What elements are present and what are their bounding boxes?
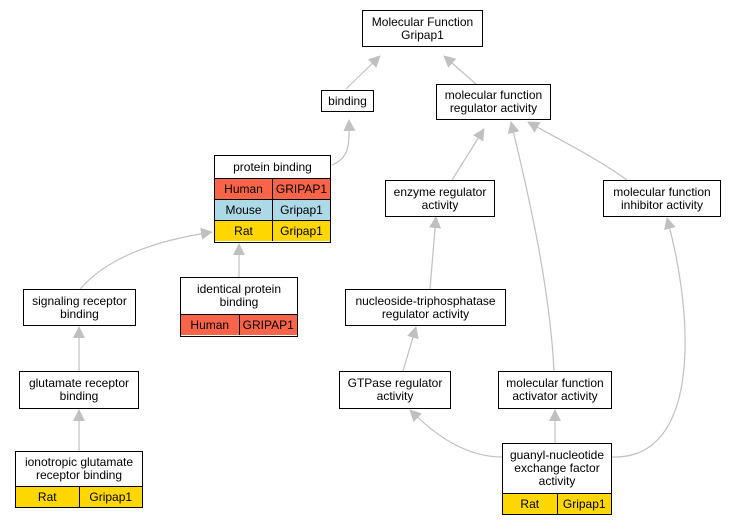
- node-label: binding: [59, 389, 99, 403]
- gene-cell: Gripap1: [78, 486, 142, 507]
- node-mf-inhibitor-activity[interactable]: molecular function inhibitor activity: [603, 180, 721, 217]
- edge-signaling-to-proteinbinding: [79, 227, 213, 290]
- species-cell: Mouse: [215, 199, 273, 221]
- node-label: activator activity: [512, 389, 598, 403]
- species-table: Human GRIPAP1: [181, 314, 297, 335]
- node-binding[interactable]: binding: [321, 90, 374, 112]
- node-label: molecular function: [444, 88, 543, 102]
- node-glutamate-receptor-binding[interactable]: glutamate receptor binding: [19, 371, 139, 409]
- species-cell: Rat: [503, 493, 557, 514]
- species-cell: Human: [215, 178, 273, 200]
- node-label: Molecular Function: [371, 14, 474, 29]
- edge-activator-to-mfregulator: [507, 121, 555, 372]
- species-row-human: Human GRIPAP1: [215, 178, 330, 200]
- species-row-mouse: Mouse Gripap1: [215, 199, 330, 221]
- node-label: enzyme regulator: [393, 184, 487, 199]
- node-label: Gripap1: [401, 27, 444, 42]
- node-label: molecular function: [506, 376, 604, 390]
- species-table: Rat Gripap1: [503, 493, 611, 514]
- edge-proteinbinding-to-binding: [331, 119, 356, 166]
- edge-gef-to-inhibitor: [611, 217, 686, 458]
- node-ntpase-regulator-activity[interactable]: nucleoside-triphosphatase regulator acti…: [345, 289, 506, 326]
- node-label: activity: [376, 389, 414, 403]
- node-label: regulator activity: [449, 101, 538, 115]
- node-label: guanyl-nucleotide: [509, 448, 605, 462]
- node-label: regulator activity: [381, 306, 470, 321]
- node-label: receptor binding: [35, 468, 123, 482]
- node-label: signaling receptor: [32, 293, 127, 308]
- node-label: molecular function: [613, 184, 711, 199]
- gene-cell: Gripap1: [556, 493, 611, 514]
- species-row-human: Human GRIPAP1: [181, 314, 297, 335]
- node-molecular-function-root[interactable]: Molecular Function Gripap1: [362, 10, 483, 47]
- node-protein-binding[interactable]: protein binding Human GRIPAP1 Mouse Grip…: [214, 155, 331, 243]
- edge-enzymeregulator-to-mfregulator: [451, 128, 485, 181]
- node-label: binding: [328, 93, 367, 108]
- gene-cell: GRIPAP1: [272, 178, 330, 200]
- edge-mfinhibitor-to-mfregulator: [527, 121, 628, 181]
- node-label: GTPase regulator: [347, 376, 443, 390]
- node-label: inhibitor activity: [620, 197, 704, 212]
- species-table: Rat Gripap1: [16, 486, 142, 507]
- node-mf-regulator-activity[interactable]: molecular function regulator activity: [436, 84, 551, 120]
- node-label: ionotropic glutamate: [24, 455, 134, 469]
- node-label: binding: [60, 306, 99, 321]
- node-label: nucleoside-triphosphatase: [355, 293, 496, 308]
- species-cell: Rat: [16, 486, 79, 507]
- gene-cell: Gripap1: [272, 220, 330, 241]
- species-row-rat: Rat Gripap1: [215, 220, 330, 241]
- edge-gef-to-gtpase: [409, 409, 503, 458]
- node-label: exchange factor: [514, 461, 600, 475]
- node-guanyl-nucleotide-exchange-factor-activity[interactable]: guanyl-nucleotide exchange factor activi…: [502, 443, 612, 515]
- species-row-rat: Rat Gripap1: [503, 493, 611, 514]
- species-table: Human GRIPAP1 Mouse Gripap1 Rat Gripap1: [215, 178, 330, 241]
- node-mf-activator-activity[interactable]: molecular function activator activity: [498, 371, 612, 409]
- edge-mfregulator-to-root: [443, 55, 477, 85]
- edge-binding-to-root: [345, 55, 381, 90]
- gene-cell: GRIPAP1: [238, 314, 297, 335]
- node-ionotropic-glutamate-receptor-binding[interactable]: ionotropic glutamate receptor binding Ra…: [15, 451, 143, 508]
- node-gtpase-regulator-activity[interactable]: GTPase regulator activity: [339, 371, 451, 409]
- species-cell: Rat: [215, 220, 273, 241]
- edge-gtpase-to-ntpase: [402, 326, 419, 372]
- species-cell: Human: [181, 314, 239, 335]
- node-label: activity: [421, 197, 459, 212]
- node-signaling-receptor-binding[interactable]: signaling receptor binding: [23, 289, 136, 326]
- node-enzyme-regulator-activity[interactable]: enzyme regulator activity: [385, 180, 495, 217]
- gene-cell: Gripap1: [272, 199, 330, 221]
- node-label: activity: [538, 474, 576, 488]
- node-label: binding: [219, 295, 259, 309]
- node-identical-protein-binding[interactable]: identical protein binding Human GRIPAP1: [180, 277, 298, 337]
- species-row-rat: Rat Gripap1: [16, 486, 142, 507]
- edge-ntpase-to-enzymeregulator: [429, 216, 442, 290]
- node-label: protein binding: [233, 159, 312, 174]
- node-label: glutamate receptor: [28, 376, 130, 390]
- node-label: identical protein: [196, 282, 282, 296]
